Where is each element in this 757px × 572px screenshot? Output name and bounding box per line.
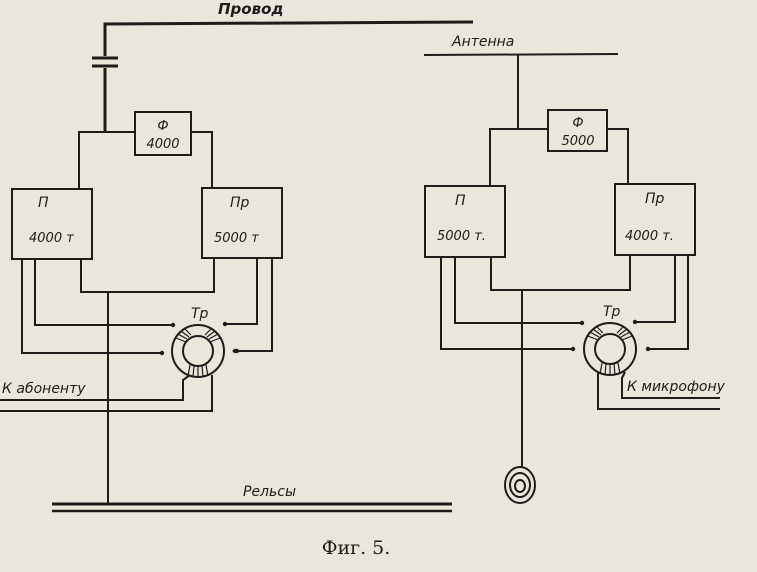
right-receiver-value: 4000 т. (625, 229, 674, 244)
to-microphone-label: К микрофону (627, 379, 726, 395)
left-receiver-box (201, 187, 283, 259)
right-transmitter-name: П (455, 193, 466, 209)
right-transformer-label: Тр (603, 304, 621, 320)
capacitor-icon (92, 56, 118, 68)
left-common-return (80, 258, 215, 293)
right-receiver-name: Пр (645, 191, 665, 207)
right-microphone-lead-1 (597, 372, 720, 410)
left-tx-lead-1 (34, 259, 172, 326)
left-receiver-value: 5000 т (214, 231, 259, 246)
right-filter-name: Ф (572, 116, 583, 131)
left-station: Ф 4000 П 4000 т Пр 5000 т К абоненту (0, 111, 283, 503)
wire-label: Провод (218, 0, 284, 18)
rails-label: Рельсы (243, 484, 296, 500)
left-transformer-icon (159, 321, 240, 378)
right-transmitter-value: 5000 т. (437, 229, 486, 244)
left-filter-name: Ф (157, 119, 168, 134)
left-rx-lead-2 (237, 258, 273, 352)
left-filter-value: 4000 (146, 137, 179, 152)
left-rx-lead-1 (224, 258, 258, 325)
to-subscriber-label: К абоненту (2, 381, 86, 397)
left-receiver-name: Пр (230, 195, 250, 211)
antenna-wire (423, 53, 619, 56)
left-tx-lead-2 (21, 259, 162, 354)
right-rx-lead-2 (648, 255, 689, 350)
right-microphone-lead-2 (621, 371, 720, 399)
right-filter-box (547, 109, 608, 152)
right-tx-lead-1 (454, 257, 582, 324)
left-transmitter-box (11, 188, 93, 260)
right-transformer-icon (570, 319, 651, 376)
right-common-return (490, 255, 631, 291)
left-filter-box (134, 111, 192, 156)
right-receiver-box (614, 183, 696, 256)
figure-caption: Фиг. 5. (322, 537, 391, 559)
antenna-label: Антенна (451, 34, 514, 50)
right-tx-lead-2 (440, 257, 573, 350)
right-station: Антенна Ф 5000 П 5000 т. Пр 4000 т. К ми… (423, 34, 726, 504)
left-subscriber-lead-1 (0, 374, 191, 401)
left-subscriber-lead-2 (0, 375, 213, 412)
right-transmitter-box (424, 185, 506, 258)
rails (52, 502, 452, 513)
left-transmitter-name: П (38, 195, 49, 211)
right-filter-value: 5000 (561, 134, 594, 149)
overhead-wire (103, 20, 474, 132)
left-transformer-label: Тр (191, 306, 209, 322)
left-transmitter-value: 4000 т (29, 231, 74, 246)
wheel-icon (504, 466, 536, 504)
right-rx-lead-1 (634, 255, 676, 323)
